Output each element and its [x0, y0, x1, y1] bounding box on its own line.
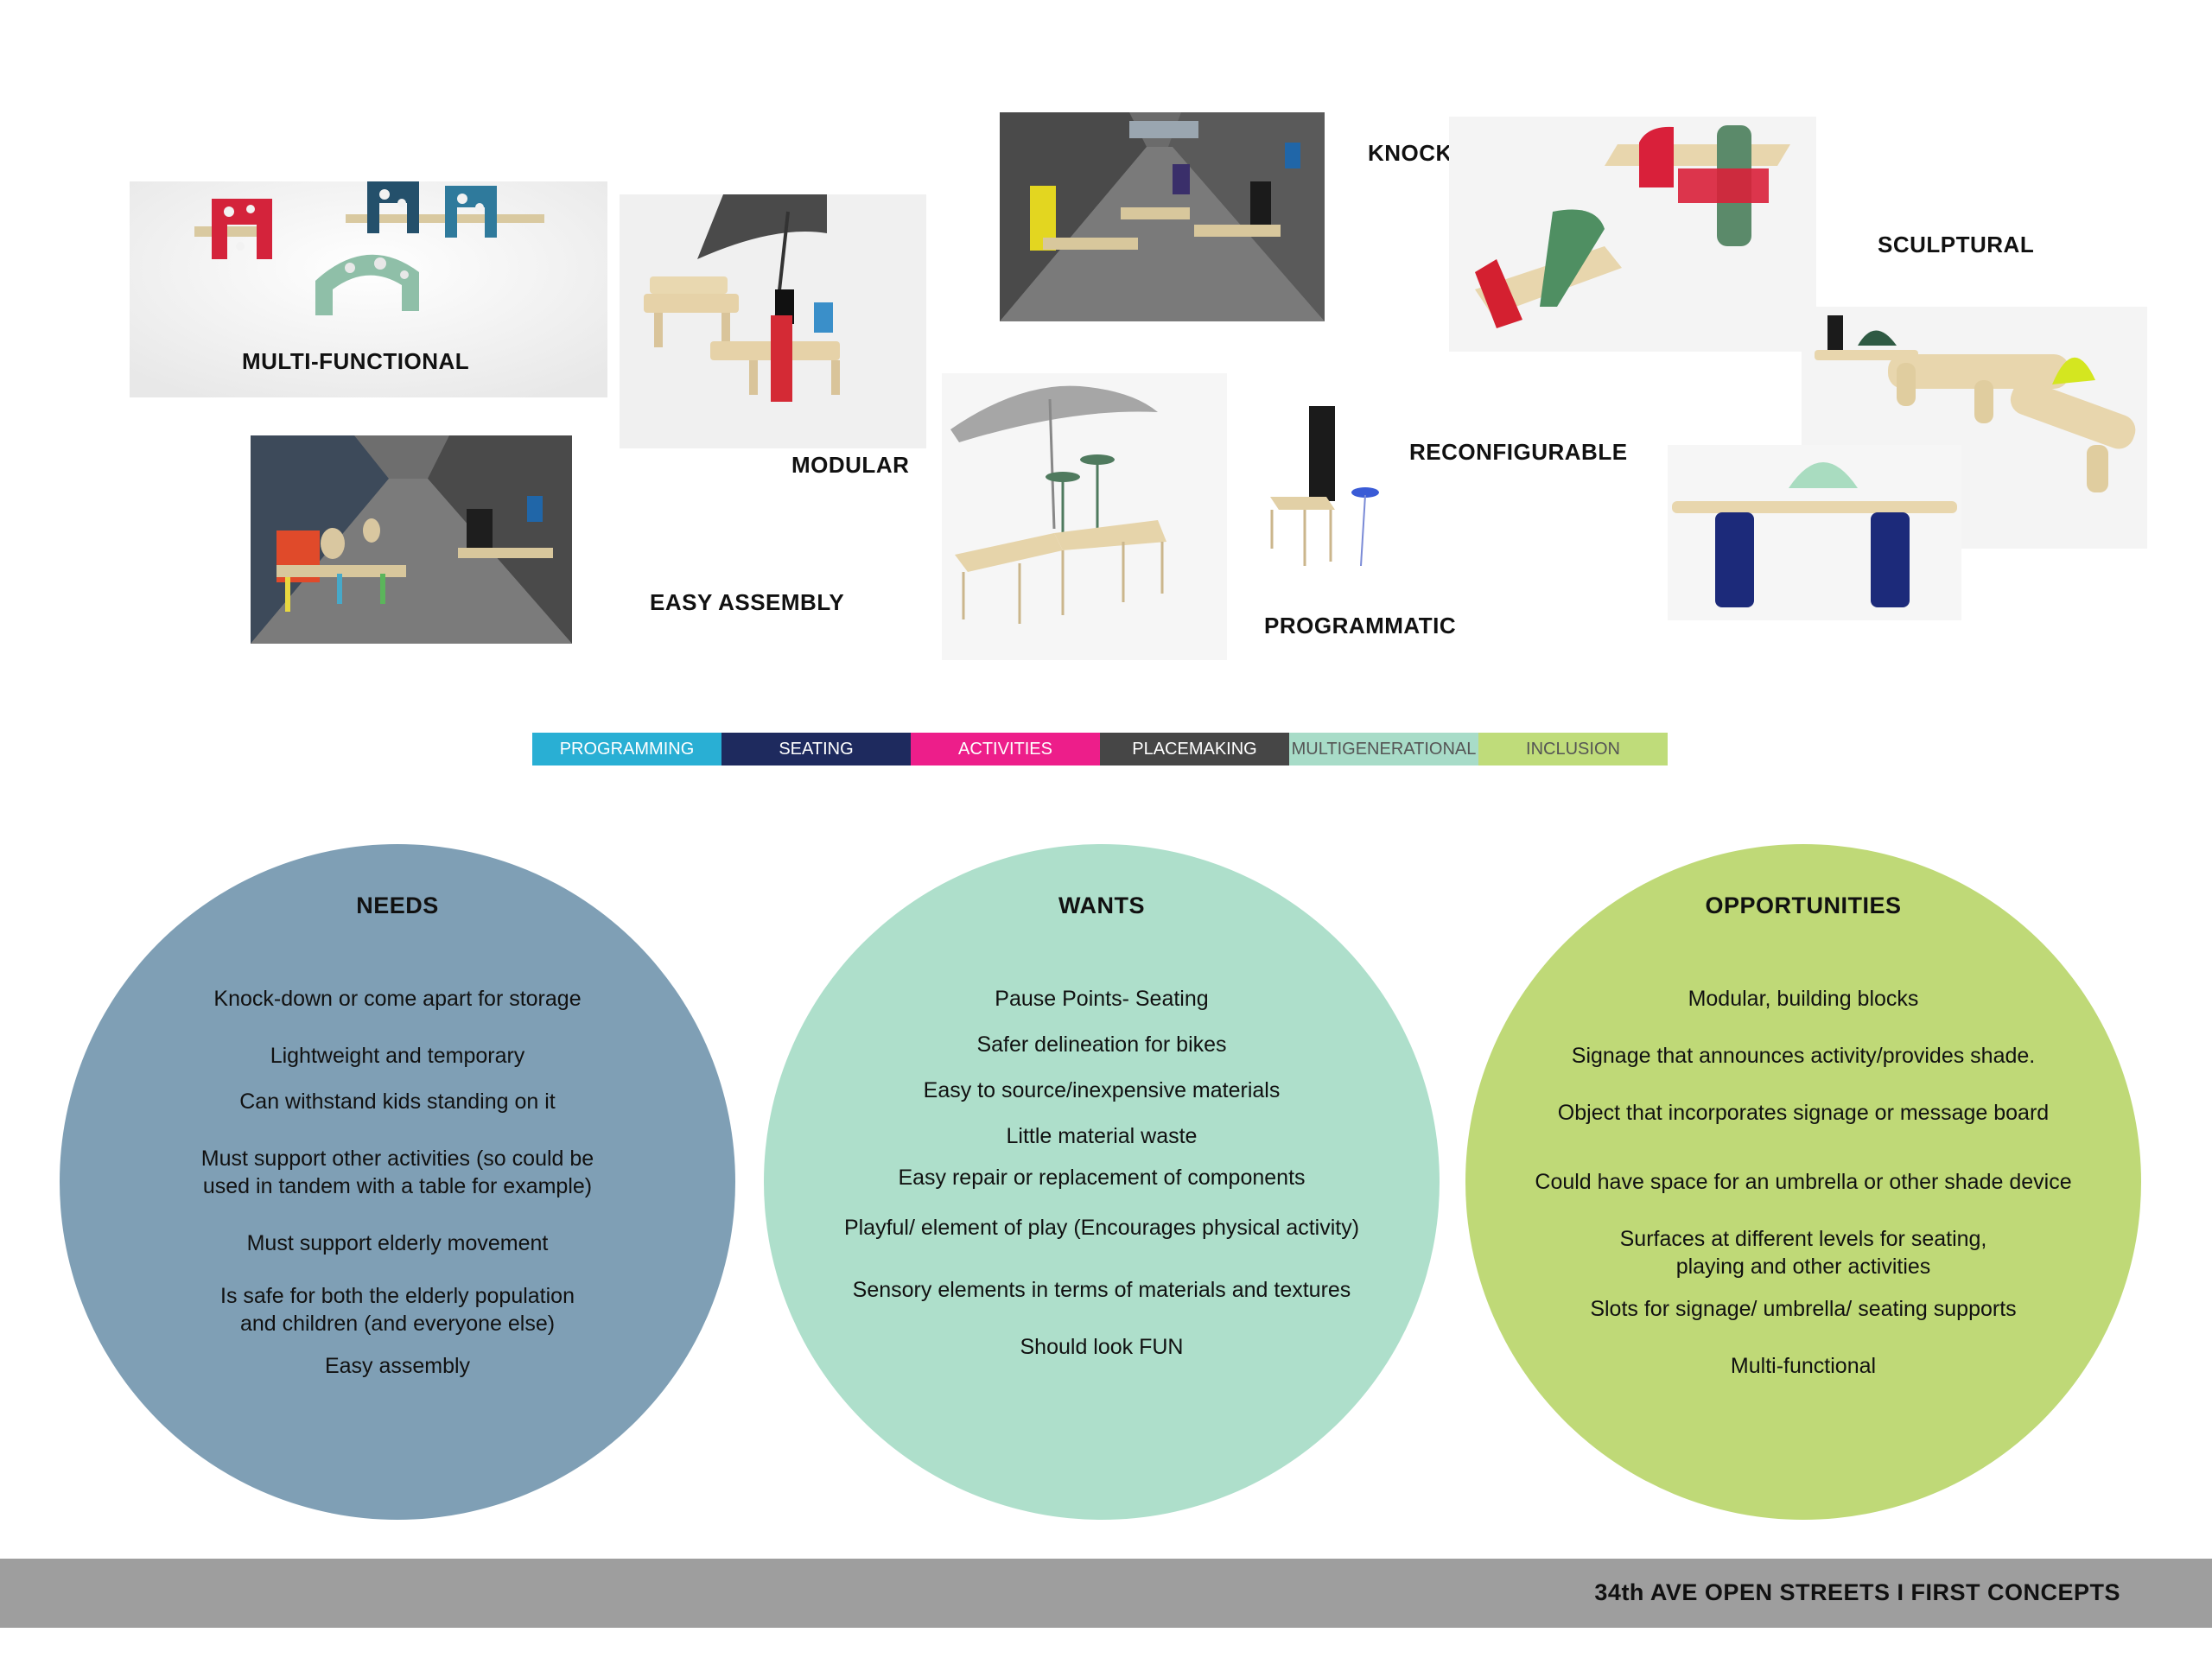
legend-item-placemaking: PLACEMAKING	[1100, 733, 1289, 765]
opportunities-item: Object that incorporates signage or mess…	[1557, 1101, 2050, 1125]
needs-item: Is safe for both the elderly population …	[220, 1284, 575, 1336]
legend-item-activities: ACTIVITIES	[911, 733, 1100, 765]
opportunities-item: Slots for signage/ umbrella/ seating sup…	[1590, 1297, 2017, 1321]
reconfigurable-render	[942, 373, 1227, 660]
footer-bar: 34th AVE OPEN STREETS I FIRST CONCEPTS	[0, 1559, 2212, 1628]
opportunities-title: OPPORTUNITIES	[1705, 893, 1902, 918]
opportunities-item: Multi-functional	[1730, 1354, 1877, 1378]
concept-label-programmatic: PROGRAMMATIC	[1264, 613, 1457, 638]
sculptural-bench-render	[1802, 307, 2147, 549]
wants-item: Little material waste	[1006, 1124, 1198, 1148]
needs-item: Lightweight and temporary	[270, 1044, 525, 1068]
wants-item: Easy repair or replacement of components	[898, 1166, 1306, 1190]
needs-title: NEEDS	[356, 893, 439, 918]
wants-item: Should look FUN	[1020, 1335, 1184, 1359]
street-photo-knock-down	[1000, 112, 1325, 321]
wants-item: Easy to source/inexpensive materials	[923, 1078, 1281, 1102]
needs-item: Easy assembly	[324, 1354, 471, 1378]
programmatic-render	[1253, 402, 1382, 575]
concept-label-modular: MODULAR	[791, 452, 910, 478]
opportunities-circle: OPPORTUNITIES Modular, building blocks S…	[1465, 844, 2141, 1520]
needs-item: Knock-down or come apart for storage	[213, 987, 582, 1011]
opportunities-item: Surfaces at different levels for seating…	[1619, 1227, 1987, 1279]
wants-item: Playful/ element of play (Encourages phy…	[843, 1216, 1360, 1240]
needs-circle: NEEDS Knock-down or come apart for stora…	[60, 844, 735, 1520]
legend-item-seating: SEATING	[721, 733, 911, 765]
street-photo-easy-assembly	[251, 435, 572, 644]
concept-label-easy-assembly: EASY ASSEMBLY	[650, 589, 845, 615]
modular-render	[620, 194, 926, 448]
sculptural-render	[1449, 117, 1816, 352]
concept-label-multi-functional: MULTI-FUNCTIONAL	[242, 348, 470, 374]
wants-item: Safer delineation for bikes	[976, 1032, 1227, 1057]
opportunities-item: Signage that announces activity/provides…	[1571, 1044, 2036, 1068]
concept-label-reconfigurable: RECONFIGURABLE	[1409, 439, 1628, 465]
legend-item-programming: PROGRAMMING	[532, 733, 721, 765]
legend-item-multigenerational: MULTIGENERATIONAL	[1289, 733, 1478, 765]
multi-functional-render	[130, 181, 607, 397]
wants-item: Sensory elements in terms of materials a…	[852, 1278, 1351, 1302]
footer-title: 34th AVE OPEN STREETS I FIRST CONCEPTS	[1594, 1579, 2120, 1605]
needs-item: Must support other activities (so could …	[200, 1147, 594, 1198]
needs-item: Must support elderly movement	[246, 1231, 549, 1255]
needs-item: Can withstand kids standing on it	[239, 1089, 556, 1114]
opportunities-item: Could have space for an umbrella or othe…	[1535, 1170, 2072, 1194]
concept-label-sculptural: SCULPTURAL	[1878, 232, 2035, 257]
wants-title: WANTS	[1058, 893, 1145, 918]
desk-render	[1668, 445, 1961, 620]
wants-item: Pause Points- Seating	[995, 987, 1209, 1011]
opportunities-item: Modular, building blocks	[1688, 987, 1919, 1011]
wants-circle: WANTS Pause Points- Seating Safer deline…	[764, 844, 1440, 1520]
legend-item-inclusion: INCLUSION	[1478, 733, 1668, 765]
